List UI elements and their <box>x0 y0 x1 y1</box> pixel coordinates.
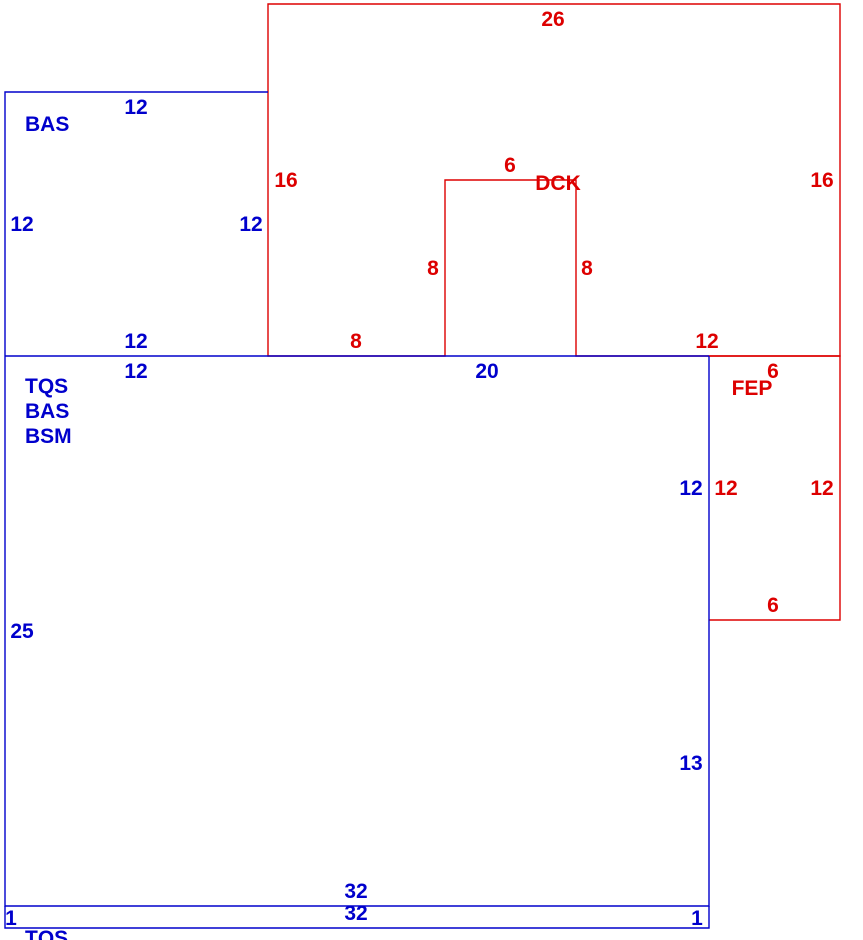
bas-upper-area: 12 BAS 12 12 12 <box>4 91 709 357</box>
fep-code: FEP <box>732 377 773 400</box>
main-left-dim: 25 <box>10 620 34 643</box>
strip-right-dim: 1 <box>691 907 703 930</box>
main-code-1: TQS <box>25 375 68 398</box>
bas-upper-top-dim: 12 <box>124 96 147 119</box>
bas-upper-right-dim: 12 <box>239 213 262 236</box>
dck-code: DCK <box>535 172 581 195</box>
strip-outline <box>4 906 710 929</box>
dck-right-dim: 16 <box>810 169 833 192</box>
dck-notch-left-dim: 8 <box>427 257 439 280</box>
main-right-upper-dim: 12 <box>679 477 702 500</box>
dck-bottom-left-dim: 8 <box>350 330 362 353</box>
fep-area: 6 FEP 12 12 6 <box>709 355 841 621</box>
fep-bottom-dim: 6 <box>767 594 779 617</box>
strip-top-dim: 32 <box>344 902 367 925</box>
bas-upper-outline <box>4 91 268 356</box>
strip-code: TQS <box>25 927 68 940</box>
dck-area: 26 16 16 6 DCK 8 8 8 12 <box>267 3 841 357</box>
dck-notch-top-dim: 6 <box>504 154 516 177</box>
dck-left-dim: 16 <box>274 169 297 192</box>
fep-top-dim: 6 <box>767 360 779 383</box>
dck-notch-right-dim: 8 <box>581 257 593 280</box>
fep-outline <box>709 355 841 621</box>
main-top-right-dim: 20 <box>475 360 498 383</box>
main-area: 12 20 TQS BAS BSM 12 25 13 32 <box>4 356 710 907</box>
strip-left-dim: 1 <box>5 907 17 930</box>
main-code-3: BSM <box>25 425 72 448</box>
main-outline <box>4 356 710 907</box>
main-top-left-dim: 12 <box>124 360 147 383</box>
fep-right-dim: 12 <box>810 477 833 500</box>
bas-upper-left-dim: 12 <box>10 213 33 236</box>
strip-area: 32 1 1 TQS <box>4 902 710 940</box>
dck-top-dim: 26 <box>541 8 564 31</box>
main-bottom-dim: 32 <box>344 880 367 903</box>
fep-left-dim: 12 <box>714 477 737 500</box>
main-right-lower-dim: 13 <box>679 752 702 775</box>
bas-upper-bottom-dim: 12 <box>124 330 147 353</box>
main-code-2: BAS <box>25 400 69 423</box>
dck-bottom-right-dim: 12 <box>695 330 718 353</box>
bas-upper-code: BAS <box>25 113 69 136</box>
